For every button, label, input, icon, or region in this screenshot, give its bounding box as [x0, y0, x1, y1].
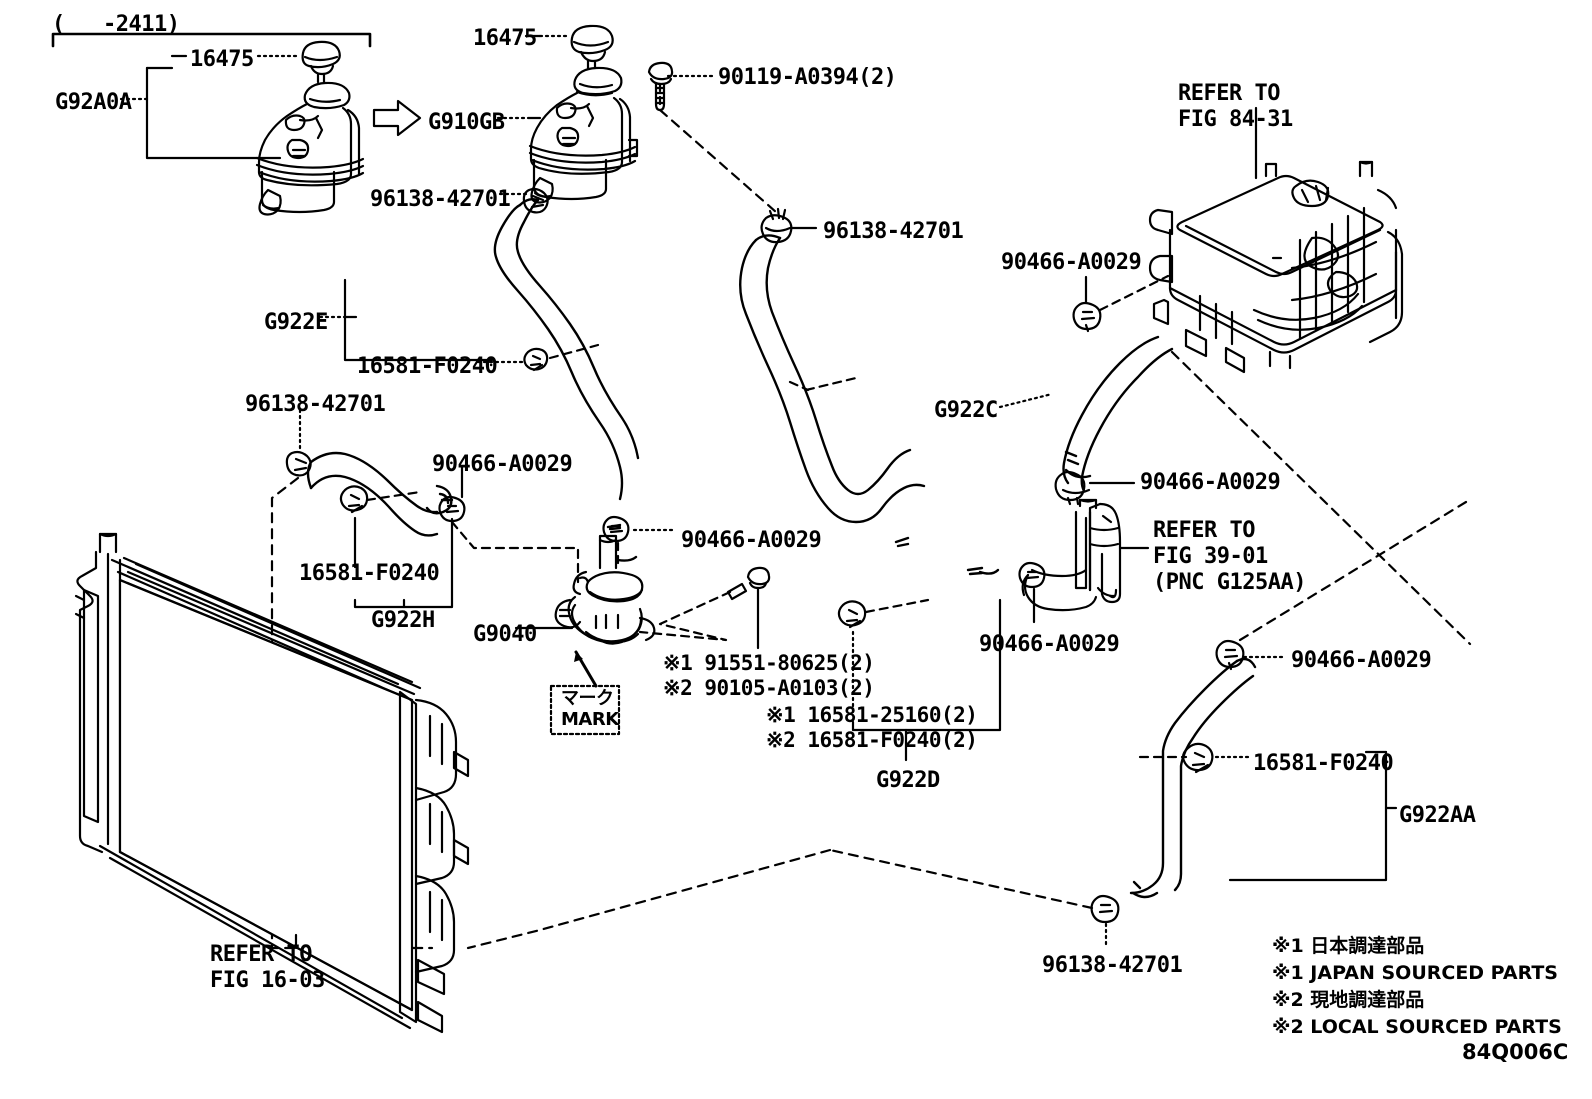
- sourcing-notes: ※1 日本調達部品 ※1 JAPAN SOURCED PARTS ※2 現地調達部品…: [1272, 933, 1562, 1041]
- label-part_90466_h: 90466-A0029: [432, 452, 573, 477]
- bracket-g922e: [343, 278, 494, 362]
- clip-16581-d: [837, 600, 867, 629]
- hose-g922aa: [1129, 657, 1257, 899]
- clip-16581-e: [523, 347, 549, 372]
- label-part_16581_h: 16581-F0240: [299, 561, 440, 586]
- dashed-clip-d-hose: [864, 598, 930, 614]
- label-part_96138_d: 96138-42701: [1042, 953, 1183, 978]
- grommet-90466-h: [438, 495, 466, 523]
- label-pnc_g92a0a: G92A0A: [55, 90, 132, 115]
- inverter-motor-unit: [1148, 160, 1404, 374]
- label-part_90466_aa: 90466-A0029: [1291, 648, 1432, 673]
- label-refer_fig_16_03: REFER TO FIG 16-03: [210, 942, 325, 993]
- sourcing-note-line: ※2 現地調達部品: [1272, 988, 1425, 1011]
- mark-callout-en: MARK: [561, 709, 619, 730]
- label-pnc_g922h: G922H: [371, 608, 435, 633]
- water-pump-g9040: [554, 534, 656, 645]
- label-part_16581_aa: 16581-F0240: [1253, 751, 1394, 776]
- bracket-date-range: [51, 32, 372, 48]
- label-part_96138_b: 96138-42701: [823, 219, 964, 244]
- reservoir-tank-left: [255, 40, 365, 216]
- hose-g922d: [739, 234, 1000, 576]
- label-part_90119_a0394: 90119-A0394(2): [718, 65, 897, 90]
- transition-arrow: [372, 99, 422, 137]
- label-pnc_g922c: G922C: [934, 398, 998, 423]
- dashed-clip-h-hose: [365, 490, 422, 502]
- dashed-bolt-pump: [638, 590, 732, 642]
- dashed-aa-up: [1238, 500, 1468, 642]
- sourcing-note-line: ※1 日本調達部品: [1272, 935, 1425, 957]
- label-part_16475_left: 16475: [190, 47, 254, 72]
- reservoir-tank-center: [528, 24, 639, 204]
- clip-16581-h: [339, 485, 369, 514]
- label-part_90466_d: 90466-A0029: [979, 632, 1120, 657]
- label-clamp_mark_pair: ※1 16581-25160(2) ※2 16581-F0240(2): [766, 703, 978, 752]
- label-pnc_g922e: G922E: [264, 310, 328, 335]
- label-pnc_g922aa: G922AA: [1399, 803, 1476, 828]
- clamp-96138-a: [522, 187, 549, 214]
- clamp-96138-c: [285, 450, 312, 477]
- label-part_90466_pump: 90466-A0029: [681, 528, 822, 553]
- dashed-bolt-to-clamp: [658, 108, 778, 214]
- hose-g922h: [306, 451, 454, 537]
- dashed-d-1: [804, 376, 858, 392]
- clamp-96138-b: [760, 207, 793, 244]
- bracket-g922d: [851, 598, 1002, 732]
- figure-code: 84Q006C: [1462, 1040, 1569, 1064]
- grommet-90466-inv: [1072, 301, 1102, 333]
- label-pnc_g922d: G922D: [876, 768, 940, 793]
- label-part_16581_e: 16581-F0240: [357, 354, 498, 379]
- label-refer_fig_39_01: REFER TO FIG 39-01 (PNC G125AA): [1153, 518, 1306, 595]
- label-part_90466_inv: 90466-A0029: [1001, 250, 1142, 275]
- label-bolt_mark_pair: ※1 91551-80625(2) ※2 90105-A0103(2): [663, 651, 875, 700]
- hose-g922e: [493, 197, 640, 562]
- clamp-90466-c: [1054, 470, 1091, 506]
- label-pnc_g910gb: G910GB: [428, 110, 505, 135]
- dashed-clip-e-hose: [548, 343, 600, 360]
- bracket-g922aa: [1228, 750, 1388, 882]
- bolt-91551-90105: [726, 566, 771, 601]
- pump-assembly-fig39: [1021, 498, 1122, 612]
- dashed-bottom-run: [466, 848, 832, 950]
- sourcing-note-line: ※2 LOCAL SOURCED PARTS: [1272, 1015, 1562, 1038]
- dashed-90466h-pump: [450, 520, 580, 584]
- leader-g922c: [998, 392, 1054, 409]
- label-part_96138_c: 96138-42701: [245, 392, 386, 417]
- dashed-motor-down: [1170, 350, 1472, 646]
- radiator-assembly: [74, 532, 470, 1034]
- label-part_90466_c: 90466-A0029: [1140, 470, 1281, 495]
- dashed-96138d-left: [828, 848, 1094, 910]
- clamp-96138-d: [1090, 894, 1120, 924]
- grommet-90466-aa: [1215, 639, 1245, 671]
- label-part_16475_top: 16475: [473, 26, 537, 51]
- clip-16581-aa: [1181, 742, 1214, 774]
- label-date_range: ( -2411): [52, 12, 180, 37]
- hose-g922c: [1062, 335, 1174, 493]
- dashed-d-2: [788, 380, 810, 392]
- label-part_96138_a: 96138-42701: [370, 187, 511, 212]
- sourcing-note-line: ※1 JAPAN SOURCED PARTS: [1272, 961, 1558, 984]
- label-pnc_g9040: G9040: [473, 622, 537, 647]
- label-refer_fig_84_31: REFER TO FIG 84-31: [1178, 81, 1293, 132]
- mark-arrowhead: [574, 652, 583, 662]
- mark-callout-box: [549, 684, 621, 736]
- bracket-g92a0a: [145, 66, 282, 160]
- dashed-90466inv-motor: [1098, 274, 1170, 312]
- mark-callout-jp: マーク: [561, 688, 614, 709]
- grommet-90466-pump: [602, 515, 630, 543]
